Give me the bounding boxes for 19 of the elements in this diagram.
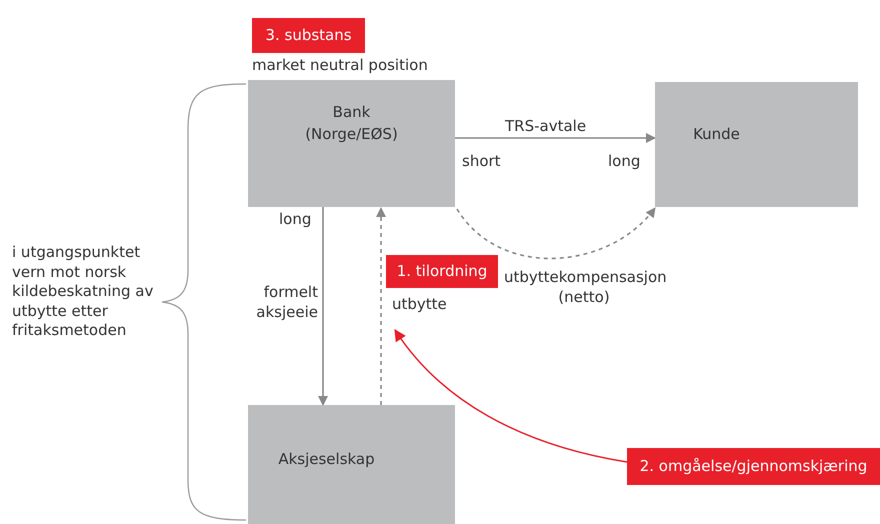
arrow	[394, 329, 628, 463]
company-box: Aksjeselskap	[248, 405, 455, 524]
edge-label: utbyttekompensasjon (netto)	[504, 268, 664, 307]
client-box: Kunde	[655, 82, 858, 207]
bank-box: Bank (Norge/EØS)	[248, 80, 455, 207]
edge-label: formelt aksjeeie	[256, 283, 318, 322]
edge-label: utbytte	[392, 295, 447, 314]
note-text: i utgangspunktet vern mot norsk kildebeskatning av utbytte etter fritaksmetoden	[12, 243, 154, 340]
arrow	[376, 207, 386, 405]
arrow	[455, 133, 656, 143]
caption-text: market neutral position	[252, 56, 428, 76]
step-badge: 2. omgåelse/gjennomskjæring	[627, 448, 880, 485]
step-badge: 1. tilordning	[386, 255, 498, 288]
step-badge: 3. substans	[252, 18, 365, 53]
arrow	[456, 207, 656, 260]
position-label: long	[608, 152, 640, 172]
arrow	[318, 207, 328, 406]
position-label: long	[279, 210, 312, 230]
position-label: short	[462, 152, 501, 172]
